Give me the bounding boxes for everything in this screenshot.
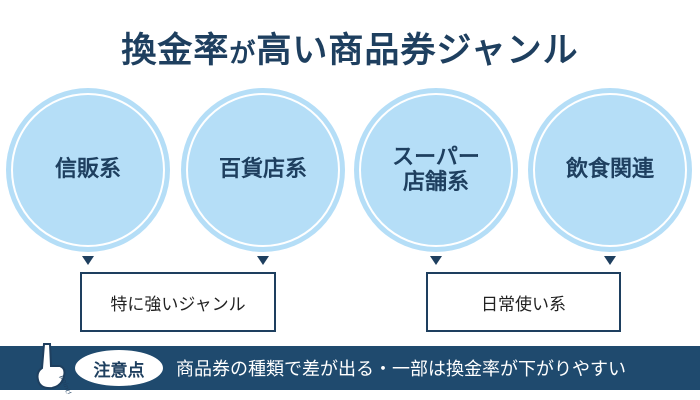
note-badge: 注意点: [75, 350, 163, 386]
title-part: が: [229, 39, 257, 69]
category-circle-food: 飲食関連: [528, 88, 692, 252]
group-box-strong: 特に強いジャンル: [80, 272, 276, 332]
category-label: 百貨店系: [218, 157, 307, 183]
down-arrow-icon: [257, 256, 269, 265]
down-arrow-icon: [82, 256, 94, 265]
category-circle-supermarket: スーパー 店舗系: [354, 88, 518, 252]
down-arrow-icon: [430, 256, 442, 265]
pointing-hand-icon: point!: [35, 336, 73, 394]
category-label: 飲食関連: [565, 157, 654, 183]
note-text: 商品券の種類で差が出る・一部は換金率が下がりやすい: [176, 359, 626, 380]
down-arrow-icon: [604, 256, 616, 265]
page-title: 換金率が高い商品券ジャンル: [0, 22, 700, 73]
category-label: スーパー 店舗系: [392, 144, 480, 195]
category-circle-department-store: 百貨店系: [181, 88, 345, 252]
group-box-daily: 日常使い系: [426, 272, 621, 332]
title-part: 換金率: [121, 31, 230, 71]
title-part: 高い商品券ジャンル: [256, 31, 579, 71]
category-label: 信販系: [54, 157, 121, 183]
category-circle-shinpan: 信販系: [6, 88, 170, 252]
